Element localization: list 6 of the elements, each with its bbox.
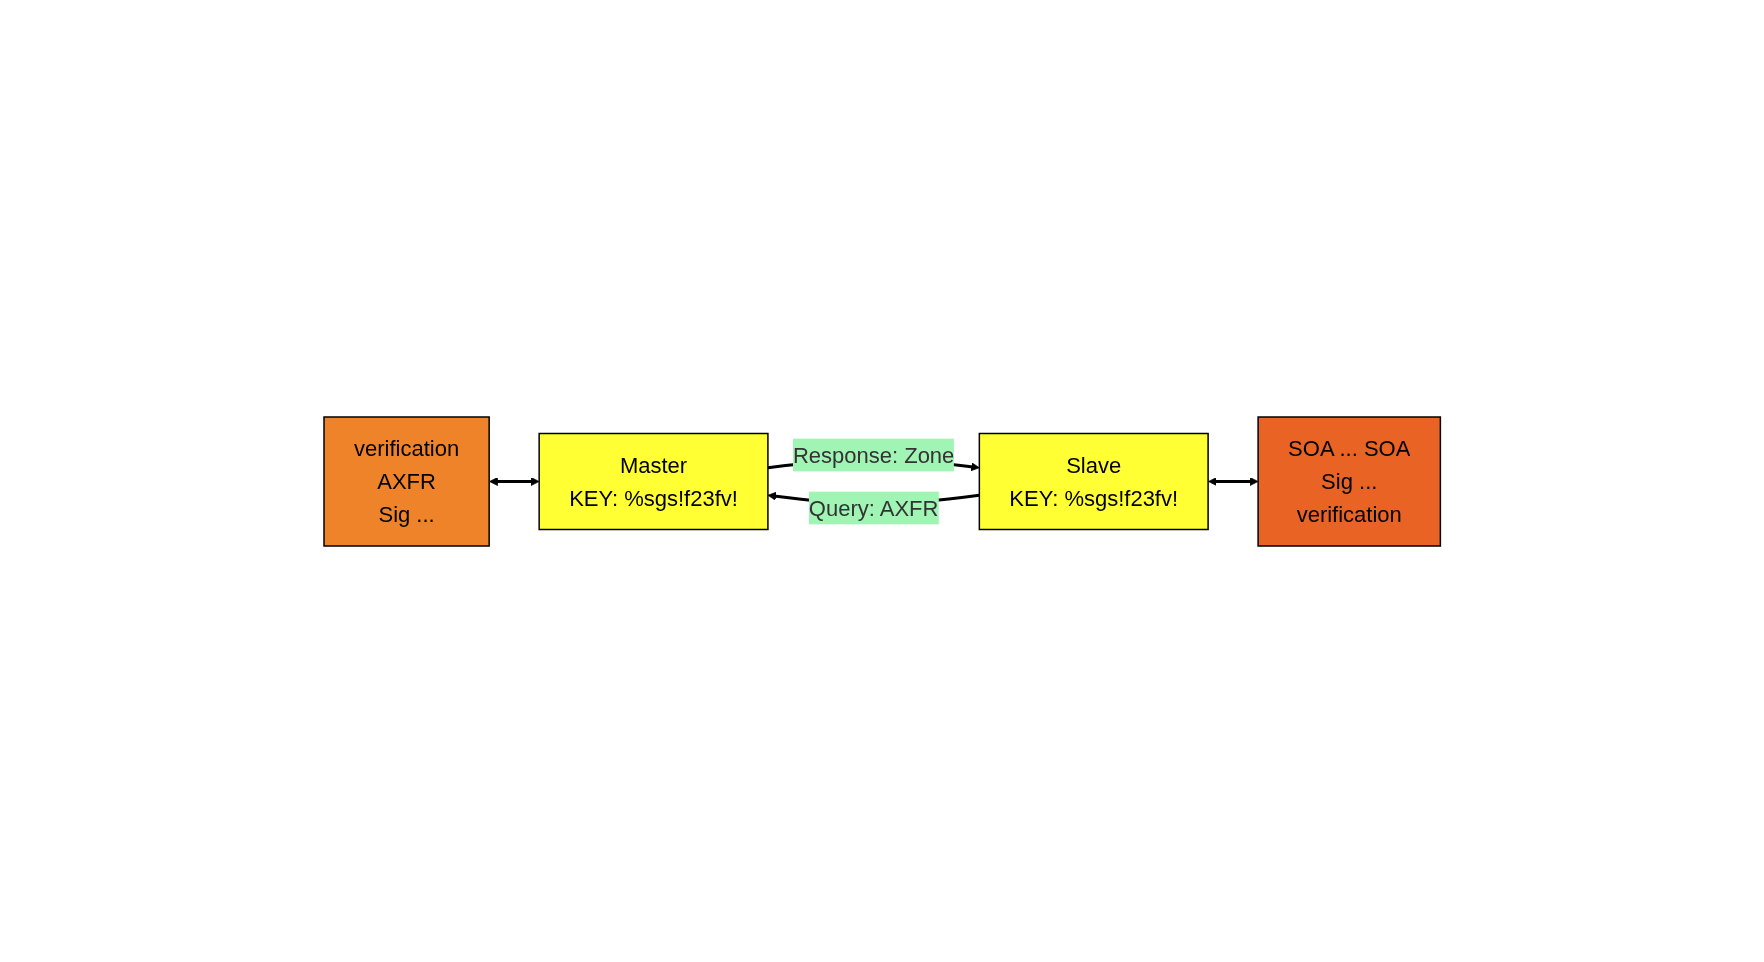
edge-label: Query: AXFR — [808, 495, 939, 520]
node-box: Slave KEY: %sgs!f23fv! — [978, 432, 1209, 530]
node-box: verification AXFR Sig ... — [323, 415, 490, 547]
node-box: SOA ... SOA Sig ... verification — [1257, 415, 1441, 547]
node-box: Master KEY: %sgs!f23fv! — [538, 432, 769, 530]
edge-label: Response: Zone — [792, 442, 955, 467]
